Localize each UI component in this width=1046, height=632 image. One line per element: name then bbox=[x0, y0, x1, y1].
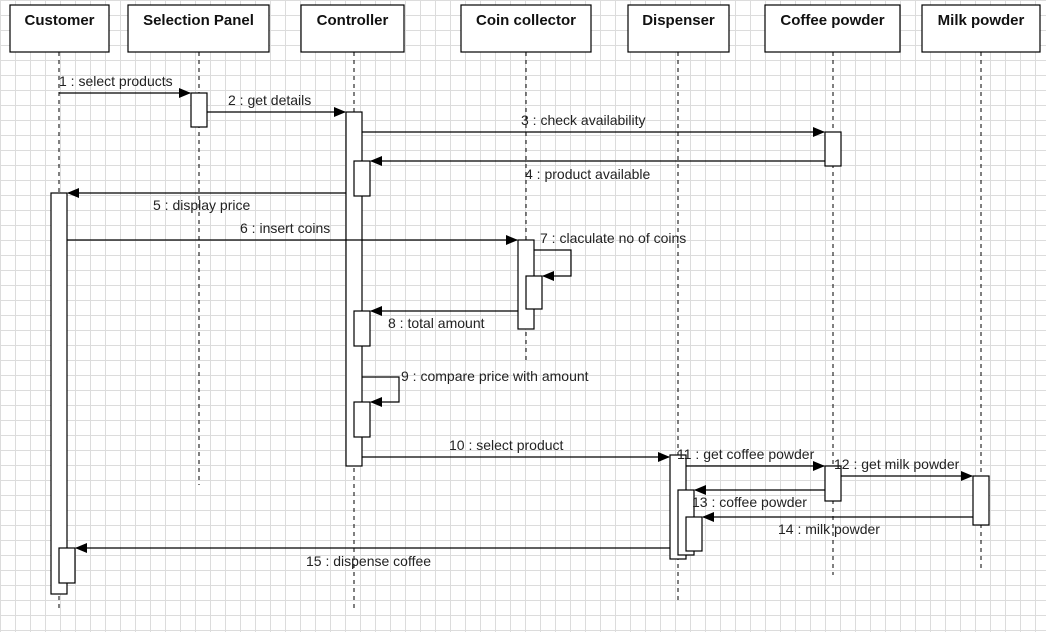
activation-customer-main bbox=[50, 192, 68, 595]
participant-milk-powder-label: Milk powder bbox=[938, 12, 1025, 29]
participant-milk-powder: Milk powder bbox=[921, 4, 1041, 53]
message-label-9: 9 : compare price with amount bbox=[401, 368, 589, 384]
message-label-4: 4 : product available bbox=[525, 166, 651, 182]
participant-dispenser-label: Dispenser bbox=[642, 12, 715, 29]
message-label-11: 11 : get coffee powder bbox=[677, 446, 815, 462]
participant-selection-panel: Selection Panel bbox=[127, 4, 270, 53]
message-label-2: 2 : get details bbox=[228, 92, 311, 108]
message-label-3: 3 : check availability bbox=[521, 112, 646, 128]
participant-coin-collector: Coin collector bbox=[460, 4, 592, 53]
participant-coin-collector-label: Coin collector bbox=[476, 12, 576, 29]
message-label-5: 5 : display price bbox=[153, 197, 250, 213]
participant-selection-panel-label: Selection Panel bbox=[143, 12, 254, 29]
message-label-10: 10 : select product bbox=[449, 437, 564, 453]
activation-coffee-powder-11 bbox=[824, 465, 842, 502]
activation-controller-8 bbox=[353, 310, 371, 347]
message-label-7: 7 : claculate no of coins bbox=[540, 230, 686, 246]
message-label-13: 13 : coffee powder bbox=[692, 494, 807, 510]
message-arrow-9 bbox=[362, 376, 400, 407]
activation-dispenser-14 bbox=[685, 516, 703, 552]
participant-controller: Controller bbox=[300, 4, 405, 53]
participant-customer: Customer bbox=[9, 4, 110, 53]
message-label-15: 15 : dispense coffee bbox=[306, 553, 431, 569]
participant-customer-label: Customer bbox=[24, 12, 94, 29]
message-label-6: 6 : insert coins bbox=[240, 220, 330, 236]
message-arrow-7 bbox=[534, 249, 572, 281]
activation-customer-15 bbox=[58, 547, 76, 584]
message-label-12: 12 : get milk powder bbox=[834, 456, 960, 472]
message-label-8: 8 : total amount bbox=[388, 315, 485, 331]
participant-coffee-powder-label: Coffee powder bbox=[780, 12, 884, 29]
message-label-14: 14 : milk powder bbox=[778, 521, 880, 537]
participant-coffee-powder: Coffee powder bbox=[764, 4, 901, 53]
participant-dispenser: Dispenser bbox=[627, 4, 730, 53]
activation-selection-panel bbox=[190, 92, 208, 128]
activation-coffee-powder-3 bbox=[824, 131, 842, 167]
activation-milk-powder bbox=[972, 475, 990, 526]
participant-controller-label: Controller bbox=[317, 12, 389, 29]
activation-controller-4 bbox=[353, 160, 371, 197]
activation-controller-9 bbox=[353, 401, 371, 438]
activation-coin-collector-7 bbox=[525, 275, 543, 310]
activation-controller-main bbox=[345, 111, 363, 467]
message-label-1: 1 : select products bbox=[59, 73, 173, 89]
